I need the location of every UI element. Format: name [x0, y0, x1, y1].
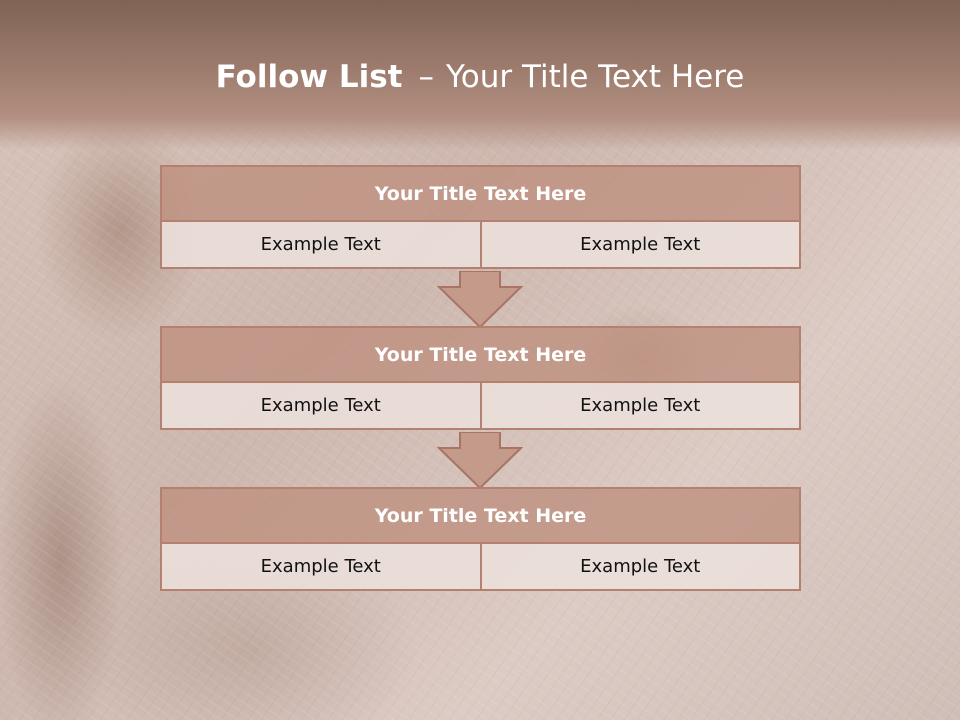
list-block-1: Your Title Text Here Example Text Exampl…: [160, 165, 801, 271]
slide-title-bold: Follow List: [215, 59, 403, 95]
slide-title-rest: Your Title Text Here: [445, 59, 745, 95]
block-cell-right[interactable]: Example Text: [479, 542, 801, 591]
down-arrow-icon: [437, 271, 523, 329]
block-cell-left[interactable]: Example Text: [160, 220, 482, 269]
block-row: Example Text Example Text: [160, 220, 801, 269]
block-cell-right[interactable]: Example Text: [479, 381, 801, 430]
block-title[interactable]: Your Title Text Here: [160, 326, 801, 383]
list-block-3: Your Title Text Here Example Text Exampl…: [160, 487, 801, 593]
block-title[interactable]: Your Title Text Here: [160, 165, 801, 222]
header-band: [0, 0, 960, 150]
list-block-2: Your Title Text Here Example Text Exampl…: [160, 326, 801, 432]
block-cell-left[interactable]: Example Text: [160, 542, 482, 591]
block-cell-left[interactable]: Example Text: [160, 381, 482, 430]
slide-title: Follow List – Your Title Text Here: [0, 52, 960, 102]
slide-title-dash: –: [418, 59, 434, 95]
block-row: Example Text Example Text: [160, 381, 801, 430]
block-title[interactable]: Your Title Text Here: [160, 487, 801, 544]
block-row: Example Text Example Text: [160, 542, 801, 591]
block-cell-right[interactable]: Example Text: [479, 220, 801, 269]
down-arrow-icon: [437, 432, 523, 490]
